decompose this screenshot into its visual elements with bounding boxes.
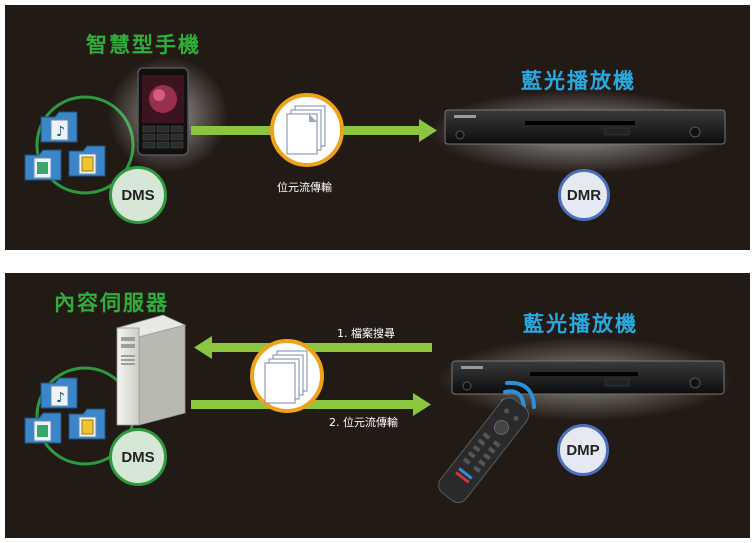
remote-control-icon [438, 397, 530, 504]
documents-icon [250, 339, 324, 413]
dms-badge: DMS [109, 166, 167, 224]
dms-badge: DMS [109, 428, 167, 486]
panel-smartphone-to-player: ♪ [5, 5, 750, 250]
dmr-badge: DMR [558, 169, 610, 221]
server-title: 內容伺服器 [54, 291, 169, 315]
stream-label: 位元流傳輸 [277, 181, 332, 194]
panel2-graphics: ♪ [24, 314, 733, 504]
panel-server-to-player: ♪ [5, 273, 750, 538]
search-label: 1. 檔案搜尋 [337, 327, 395, 340]
media-files-icon: ♪ [24, 111, 106, 181]
player-title: 藍光播放機 [521, 69, 636, 93]
svg-text:♪: ♪ [56, 124, 65, 140]
search-arrow [194, 336, 432, 359]
stream-label: 2. 位元流傳輸 [329, 416, 398, 429]
blu-ray-player-icon [451, 360, 725, 395]
blu-ray-player-icon [444, 109, 726, 145]
documents-icon [270, 93, 344, 167]
dmp-badge: DMP [557, 424, 609, 476]
server-title: 智慧型手機 [86, 33, 201, 57]
svg-text:♪: ♪ [56, 390, 65, 406]
smartphone-icon [137, 67, 189, 156]
player-title: 藍光播放機 [523, 312, 638, 336]
media-files-icon: ♪ [24, 377, 106, 444]
server-tower-icon [115, 314, 187, 426]
panel1-graphics: ♪ [24, 57, 728, 195]
